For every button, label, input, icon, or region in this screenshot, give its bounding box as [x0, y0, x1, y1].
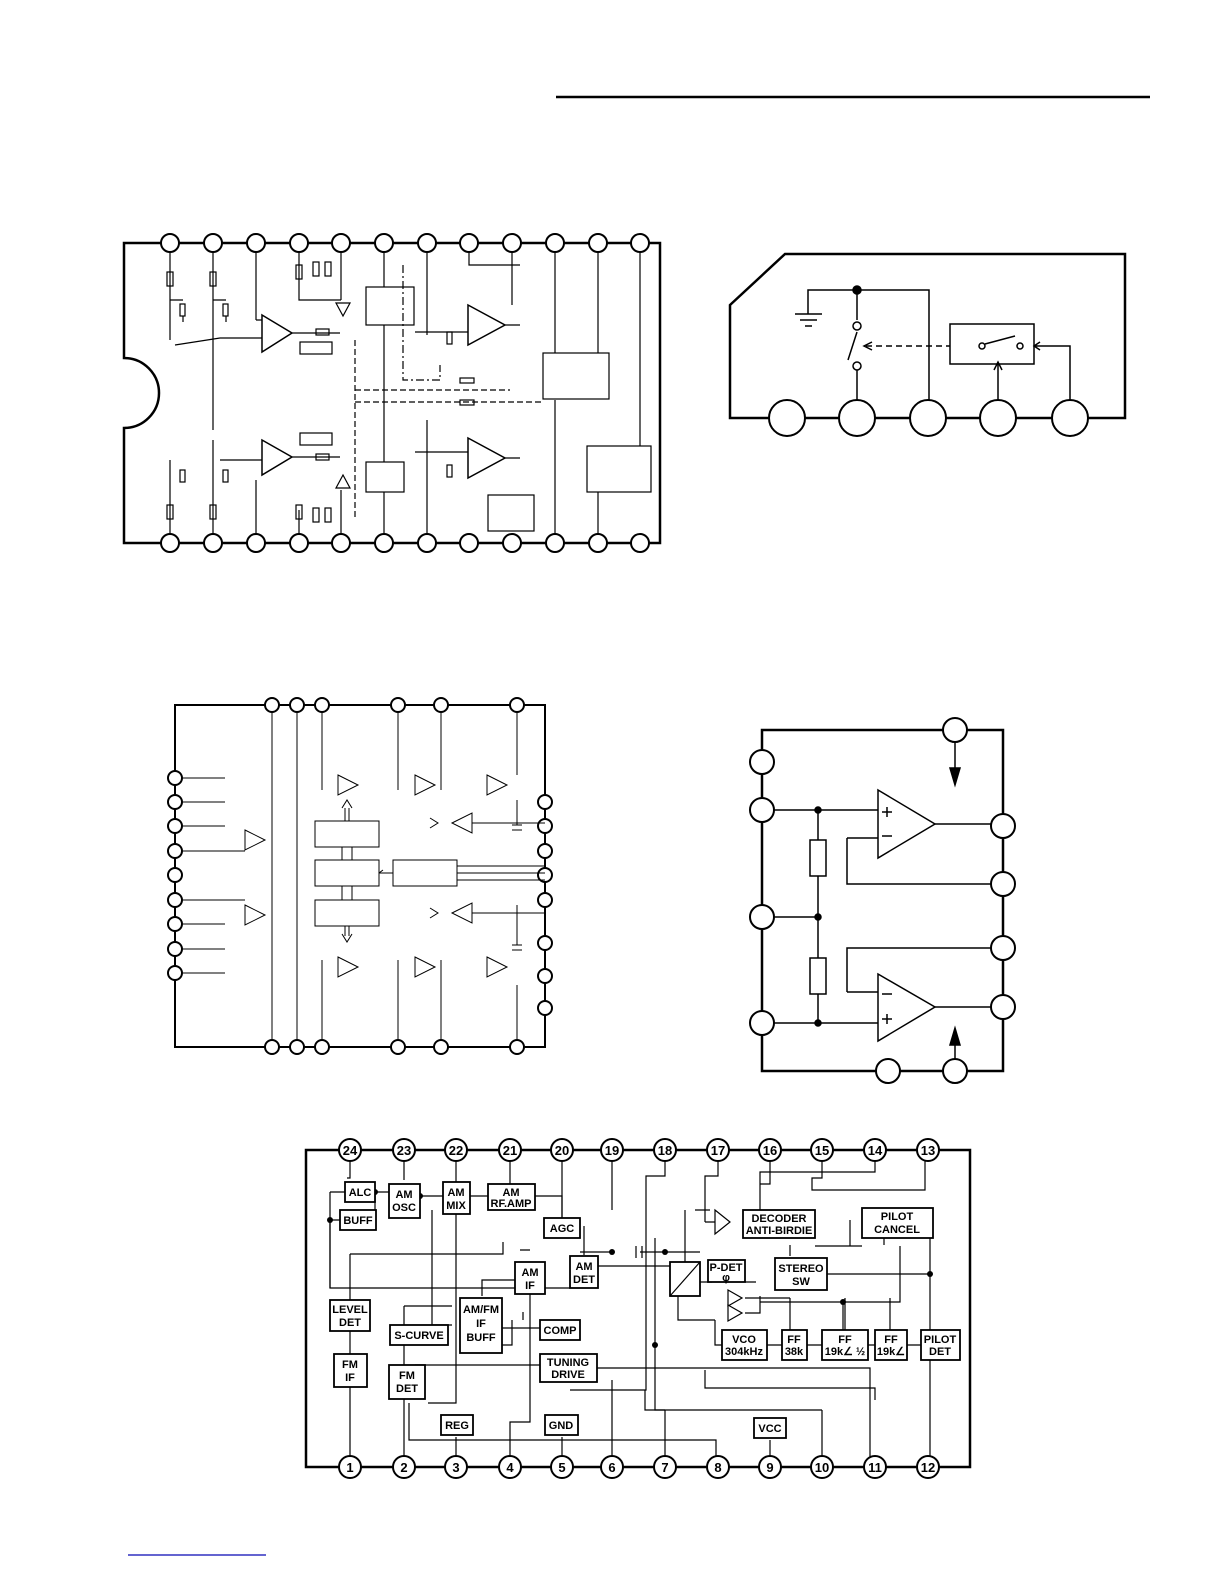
pin-8-label: 8	[714, 1460, 721, 1475]
pin-9-label: 9	[766, 1460, 773, 1475]
pin-7-label: 7	[661, 1460, 668, 1475]
pin-13-label: 13	[921, 1143, 935, 1158]
pin-1-label: 1	[346, 1460, 353, 1475]
buff-label: BUFF	[343, 1215, 373, 1227]
switch-ic-schematic	[730, 254, 1125, 436]
dual-opamp-ic-schematic	[750, 718, 1015, 1083]
pilot-cancel-label-1: PILOT	[881, 1211, 914, 1223]
am-det-label-2: DET	[573, 1274, 595, 1286]
pin-17-label: 17	[711, 1143, 725, 1158]
pin-11-label: 11	[868, 1460, 882, 1475]
pin-14-label: 14	[868, 1143, 883, 1158]
ff-19k-label-2: 19k∠	[877, 1346, 905, 1358]
s-curve-label: S-CURVE	[394, 1330, 443, 1342]
stereo-sw-label-1: STEREO	[778, 1263, 824, 1275]
am-fm-if-buff-label-1: AM/FM	[463, 1304, 499, 1316]
volume-tone-ic-schematic	[168, 698, 552, 1054]
vcc-label: VCC	[758, 1423, 781, 1435]
pin-18-label: 18	[658, 1143, 672, 1158]
decoder-label-1: DECODER	[751, 1213, 806, 1225]
fm-if-label-1: FM	[342, 1359, 358, 1371]
pin-3-label: 3	[452, 1460, 459, 1475]
fm-if-label-2: IF	[345, 1372, 355, 1384]
vco-label-1: VCO	[732, 1334, 756, 1346]
fm-det-label-2: DET	[396, 1383, 418, 1395]
am-if-label-2: IF	[525, 1280, 535, 1292]
reg-label: REG	[445, 1420, 469, 1432]
pin-20-label: 20	[555, 1143, 569, 1158]
pin-15-label: 15	[815, 1143, 829, 1158]
am-mix-label-2: MIX	[446, 1200, 466, 1212]
tuner-ic-block-diagram: 24 23 22 21 20 19 18 17 16 15 14 13 1 2 …	[306, 1139, 970, 1478]
decoder-label-2: ANTI-BIRDIE	[746, 1225, 813, 1237]
ff-19k-half-label-1: FF	[838, 1334, 852, 1346]
level-det-label-2: DET	[339, 1317, 361, 1329]
comp-label: COMP	[544, 1325, 577, 1337]
pin-4-label: 4	[506, 1460, 514, 1475]
pin-2-label: 2	[400, 1460, 407, 1475]
am-mix-label-1: AM	[447, 1187, 464, 1199]
am-if-label-1: AM	[521, 1267, 538, 1279]
pin-23-label: 23	[397, 1143, 411, 1158]
ff-19k-half-label-2: 19k∠ ½	[825, 1346, 865, 1358]
pin-5-label: 5	[558, 1460, 565, 1475]
vco-label-2: 304kHz	[725, 1346, 763, 1358]
pilot-det-label-2: DET	[929, 1346, 951, 1358]
tuning-drive-label-2: DRIVE	[551, 1369, 585, 1381]
pin-16-label: 16	[763, 1143, 777, 1158]
am-osc-label-2: OSC	[392, 1202, 416, 1214]
stereo-sw-label-2: SW	[792, 1276, 810, 1288]
agc-label: AGC	[550, 1223, 575, 1235]
ff-38k-label-1: FF	[787, 1334, 801, 1346]
pin-10-label: 10	[815, 1460, 829, 1475]
pin-24-label: 24	[343, 1143, 358, 1158]
am-rf-amp-label-2: RF.AMP	[491, 1198, 532, 1210]
am-osc-label-1: AM	[395, 1189, 412, 1201]
pin-19-label: 19	[605, 1143, 619, 1158]
ff-19k-label-1: FF	[884, 1334, 898, 1346]
pilot-cancel-label-2: CANCEL	[874, 1224, 920, 1236]
am-fm-if-buff-label-2: IF	[476, 1318, 486, 1330]
tuning-drive-label-1: TUNING	[547, 1357, 589, 1369]
pin-22-label: 22	[449, 1143, 463, 1158]
pins	[168, 698, 552, 1054]
pin-21-label: 21	[503, 1143, 517, 1158]
gnd-label: GND	[549, 1420, 574, 1432]
pilot-det-label-1: PILOT	[924, 1334, 957, 1346]
level-det-label-1: LEVEL	[332, 1304, 368, 1316]
p-det-label-2: φ	[722, 1272, 730, 1284]
ff-38k-label-2: 38k	[785, 1346, 804, 1358]
pin-6-label: 6	[608, 1460, 615, 1475]
audio-processor-ic-schematic	[124, 234, 660, 552]
am-det-label-1: AM	[575, 1261, 592, 1273]
pin-12-label: 12	[921, 1460, 935, 1475]
fm-det-label-1: FM	[399, 1370, 415, 1382]
am-fm-if-buff-label-3: BUFF	[466, 1332, 496, 1344]
alc-label: ALC	[349, 1187, 372, 1199]
